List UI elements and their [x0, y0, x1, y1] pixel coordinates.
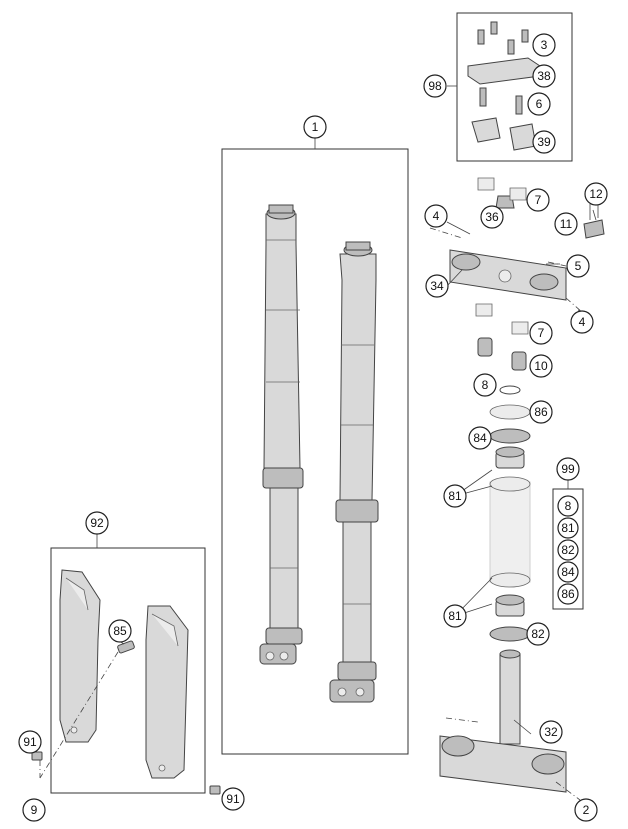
fork-assembly-box [221, 148, 409, 755]
svg-text:7: 7 [535, 193, 542, 207]
upper-bearing [495, 446, 525, 469]
svg-text:82: 82 [531, 627, 545, 641]
callout-81-upper: 81 [443, 484, 467, 508]
lower-bearing [495, 594, 525, 617]
callout-8: 8 [473, 373, 497, 397]
left-fork-leg [259, 204, 304, 665]
svg-text:7: 7 [538, 326, 545, 340]
svg-text:91: 91 [23, 735, 37, 749]
handlebar-clamp-lower [471, 117, 537, 151]
svg-text:32: 32 [544, 725, 558, 739]
left-fork-protector [59, 569, 101, 743]
callout-91-right: 91 [221, 787, 245, 811]
callout-7-upper: 7 [526, 188, 550, 212]
svg-text:84: 84 [561, 565, 575, 579]
callout-39: 39 [532, 130, 556, 154]
callout-1: 1 [303, 115, 327, 139]
kit-item-84: 84 [557, 561, 579, 583]
fork-protector-box [50, 547, 206, 794]
callout-4-lower: 4 [570, 310, 594, 334]
callout-32: 32 [539, 720, 563, 744]
callout-81-lower: 81 [443, 604, 467, 628]
callout-9: 9 [22, 798, 46, 822]
callout-10: 10 [529, 354, 553, 378]
svg-text:3: 3 [541, 38, 548, 52]
callout-84: 84 [468, 426, 492, 450]
callout-12: 12 [584, 182, 608, 206]
svg-text:8: 8 [565, 499, 572, 513]
svg-text:9: 9 [31, 803, 38, 817]
svg-text:81: 81 [448, 489, 462, 503]
protector-screw-left [31, 751, 43, 761]
svg-text:39: 39 [537, 135, 551, 149]
seal-ring-lower [489, 626, 531, 642]
protector-screw-right [209, 785, 221, 795]
callout-2: 2 [574, 798, 598, 822]
lower-bushings [475, 303, 529, 371]
svg-text:98: 98 [428, 79, 442, 93]
svg-text:5: 5 [575, 259, 582, 273]
callout-86: 86 [529, 400, 553, 424]
kit-item-86: 86 [557, 583, 579, 605]
seal-ring-upper [489, 404, 531, 420]
svg-text:1: 1 [312, 120, 319, 134]
right-fork-protector [145, 605, 189, 779]
svg-text:84: 84 [473, 431, 487, 445]
svg-text:92: 92 [90, 516, 104, 530]
lower-triple-clamp [439, 649, 567, 793]
svg-text:85: 85 [113, 624, 127, 638]
svg-text:86: 86 [561, 587, 575, 601]
callout-99: 99 [556, 457, 580, 481]
callout-3: 3 [532, 33, 556, 57]
top-bushings [477, 177, 527, 201]
cable-guide [583, 200, 605, 239]
svg-text:99: 99 [561, 462, 575, 476]
svg-text:81: 81 [448, 609, 462, 623]
callout-82: 82 [526, 622, 550, 646]
dust-seal [489, 428, 531, 444]
svg-text:6: 6 [536, 97, 543, 111]
svg-text:86: 86 [534, 405, 548, 419]
svg-text:10: 10 [534, 359, 548, 373]
clip-part [117, 640, 135, 654]
callout-98: 98 [423, 74, 447, 98]
svg-text:36: 36 [485, 210, 499, 224]
svg-text:91: 91 [226, 792, 240, 806]
callout-91-left: 91 [18, 730, 42, 754]
svg-text:2: 2 [583, 803, 590, 817]
callout-5: 5 [566, 254, 590, 278]
svg-text:8: 8 [482, 378, 489, 392]
o-ring [499, 385, 521, 395]
kit-item-8: 8 [557, 495, 579, 517]
callout-34: 34 [425, 274, 449, 298]
svg-text:4: 4 [579, 315, 586, 329]
svg-text:4: 4 [433, 209, 440, 223]
handlebar-clamp-screws [477, 21, 529, 115]
callout-36: 36 [480, 205, 504, 229]
upper-triple-clamp [449, 249, 567, 301]
kit-item-82: 82 [557, 539, 579, 561]
kit-item-81: 81 [557, 517, 579, 539]
svg-text:82: 82 [561, 543, 575, 557]
callout-4-upper: 4 [424, 204, 448, 228]
callout-6: 6 [527, 92, 551, 116]
handlebar-clamp-upper [467, 57, 541, 85]
svg-text:11: 11 [560, 217, 573, 231]
top-nut [495, 195, 515, 209]
callout-38: 38 [532, 64, 556, 88]
callout-11: 11 [554, 212, 578, 236]
handlebar-clamp-box [456, 12, 573, 162]
svg-text:34: 34 [430, 279, 444, 293]
svg-text:38: 38 [537, 69, 551, 83]
head-tube-ghost [489, 476, 531, 588]
callout-7-lower: 7 [529, 321, 553, 345]
svg-text:81: 81 [561, 521, 575, 535]
callout-85: 85 [108, 619, 132, 643]
callout-92: 92 [85, 511, 109, 535]
right-fork-leg [329, 241, 379, 703]
svg-text:12: 12 [589, 187, 603, 201]
